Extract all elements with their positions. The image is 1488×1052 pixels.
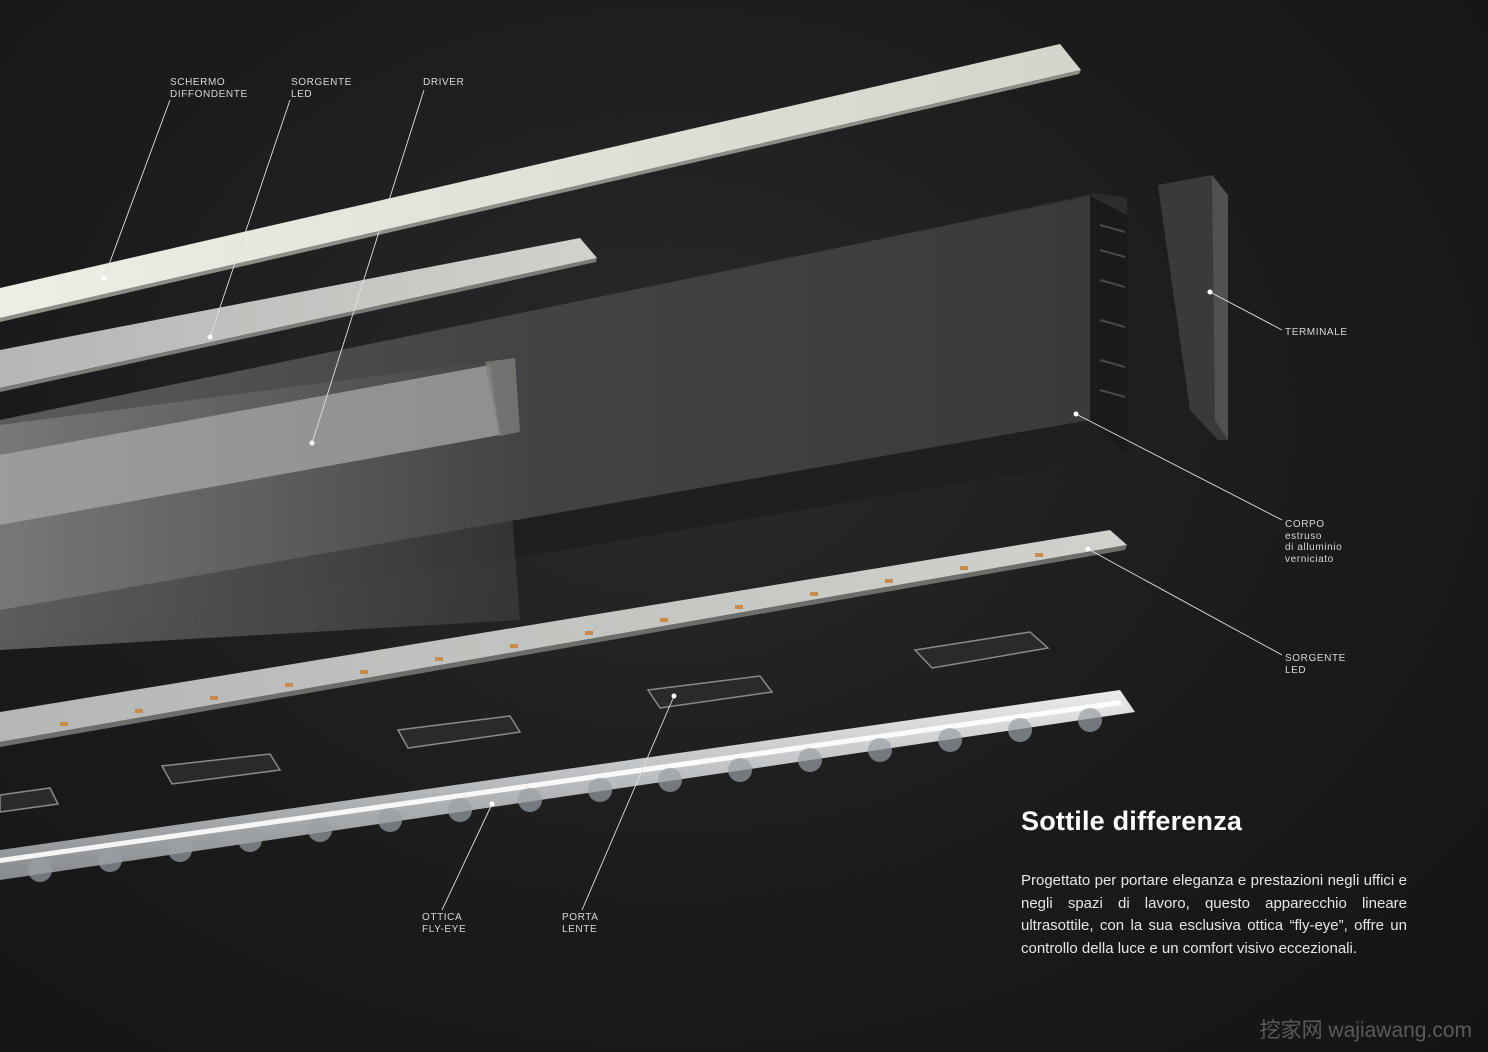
section-heading: Sottile differenza (1021, 806, 1243, 836)
lens-holders (0, 631, 1050, 813)
label-driver: DRIVER (423, 77, 464, 89)
label-line: SORGENTE (291, 77, 352, 88)
led-board-top (0, 238, 597, 392)
label-terminale: TERMINALE (1285, 327, 1348, 339)
label-line: di alluminio (1285, 542, 1343, 553)
watermark: 挖家网 wajiawang.com (1259, 1019, 1472, 1042)
extruded-body (0, 193, 1127, 650)
label-line: SCHERMO (170, 77, 226, 88)
label-line: estruso (1285, 530, 1322, 542)
body-fins (1099, 224, 1126, 398)
label-porta-lente: PORTA LENTE (562, 912, 599, 935)
label-line: verniciato (1285, 553, 1334, 565)
label-ottica-fly-eye: OTTICA FLY-EYE (422, 912, 466, 935)
label-line: CORPO (1285, 519, 1325, 530)
label-line: LENTE (562, 923, 598, 935)
label-line: LED (1285, 664, 1307, 676)
leader-lines (103, 89, 1283, 911)
label-line: PORTA (562, 912, 599, 923)
fly-eye-optic (0, 690, 1135, 882)
label-line: OTTICA (422, 912, 463, 923)
led-chips (60, 553, 1043, 726)
diffuser-screen (0, 44, 1081, 322)
label-line: DRIVER (423, 77, 465, 88)
label-sorgente-led-bottom: SORGENTE LED (1285, 653, 1346, 676)
label-line: FLY-EYE (422, 923, 467, 935)
led-board-bottom (0, 530, 1127, 747)
leader-dots (101, 275, 1213, 807)
label-line: LED (291, 88, 313, 100)
label-line: DIFFONDENTE (170, 88, 248, 100)
end-cap-terminale (1158, 175, 1228, 440)
label-line: SORGENTE (1285, 653, 1346, 664)
lens-bumps (28, 708, 1102, 882)
label-corpo: CORPO estruso di alluminio verniciato (1285, 519, 1342, 565)
label-schermo-diffondente: SCHERMO DIFFONDENTE (170, 77, 248, 100)
section-description: Progettato per portare eleganza e presta… (1021, 872, 1407, 957)
label-line: TERMINALE (1285, 327, 1348, 338)
label-sorgente-led-top: SORGENTE LED (291, 77, 352, 100)
